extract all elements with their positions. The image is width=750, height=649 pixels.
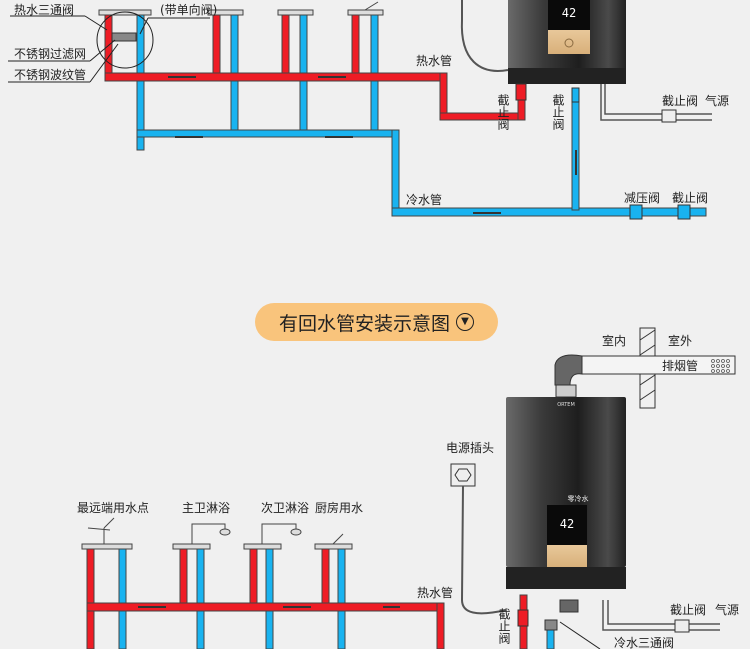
heater-brand-text: 零冷水 <box>568 494 589 503</box>
heater-temp-readout: 42 <box>562 6 576 20</box>
heater-display-screen <box>547 505 587 545</box>
label-gas-shutoff: 截止阀 <box>662 94 698 108</box>
bottom-gas-valve-icon <box>674 619 690 633</box>
label-gas-source: 气源 <box>705 93 729 108</box>
section-title: 有回水管安装示意图 <box>278 312 450 335</box>
flue-vent-holes <box>711 359 730 373</box>
label-cold-shutoff-valve: 截止阀 <box>672 191 708 205</box>
label-hot-tee-valve: 热水三通阀 <box>14 3 74 17</box>
label-hot-shutoff: 截止阀 <box>497 608 511 645</box>
heater-control-panel <box>548 30 590 54</box>
label-filter: 不锈钢过滤网 <box>14 47 86 61</box>
label-pressure-valve: 减压阀 <box>624 191 660 205</box>
label-second-bath: 次卫淋浴 <box>261 501 309 515</box>
detail-circle <box>96 11 154 69</box>
label-hot-shutoff: 截止阀 <box>496 94 510 131</box>
bottom-power-cable <box>460 485 507 615</box>
label-outdoor: 室外 <box>668 333 692 348</box>
label-indoor: 室内 <box>602 333 626 348</box>
top-leader-lines <box>8 15 210 83</box>
label-far-point: 最远端用水点 <box>77 501 149 515</box>
filter-valve-icon <box>111 32 137 42</box>
bottom-faucets <box>81 517 353 550</box>
socket-hex <box>454 468 472 482</box>
bottom-hot-valve-icon <box>517 609 529 627</box>
label-cold-shutoff: 截止阀 <box>551 94 565 131</box>
top-cold-valves <box>571 87 691 220</box>
cold-tee-valve-icon <box>559 599 579 613</box>
label-corrugated-pipe: 不锈钢波纹管 <box>14 67 86 82</box>
top-hot-valve-icon <box>515 83 527 101</box>
heater-control-panel <box>547 545 587 567</box>
cold-tee-leader <box>559 621 601 649</box>
label-power-socket: 电源插头 <box>446 441 494 455</box>
top-water-heater: 42 <box>508 0 626 84</box>
label-check-valve: (带单向阀) <box>160 2 217 17</box>
top-faucets <box>98 1 384 16</box>
top-cold-flow-arrows <box>175 136 577 214</box>
heater-brand-logo: ORTEM <box>557 402 575 408</box>
top-gas-valve-icon <box>661 109 677 123</box>
label-kitchen: 厨房用水 <box>315 500 363 515</box>
heater-display-screen <box>548 0 590 30</box>
bottom-hot-pipes <box>86 548 528 649</box>
chevron-down-circle-icon: ▼ <box>456 313 474 331</box>
label-hot-pipe: 热水管 <box>416 53 452 68</box>
heater-temp-readout: 42 <box>560 517 574 531</box>
top-diagram: 42 热水三通阀 (带单向阀) 不锈钢过滤网 不锈钢波纹管 热水管 截止阀 截止… <box>8 0 729 220</box>
label-cold-tee-valve: 冷水三通阀 <box>614 636 674 649</box>
label-gas-shutoff: 截止阀 <box>670 603 706 617</box>
label-main-bath: 主卫淋浴 <box>182 501 230 515</box>
top-power-cable <box>460 0 509 72</box>
flue-elbow <box>554 354 583 386</box>
section-title-banner: 有回水管安装示意图 ▼ <box>255 303 498 341</box>
label-cold-pipe: 冷水管 <box>406 192 442 207</box>
bottom-diagram: ORTEM 零冷水 42 <box>77 327 739 649</box>
label-gas-source: 气源 <box>715 602 739 617</box>
label-hot-pipe: 热水管 <box>417 585 453 600</box>
label-flue-pipe: 排烟管 <box>662 358 698 373</box>
bottom-water-heater: ORTEM 零冷水 42 <box>506 397 626 589</box>
